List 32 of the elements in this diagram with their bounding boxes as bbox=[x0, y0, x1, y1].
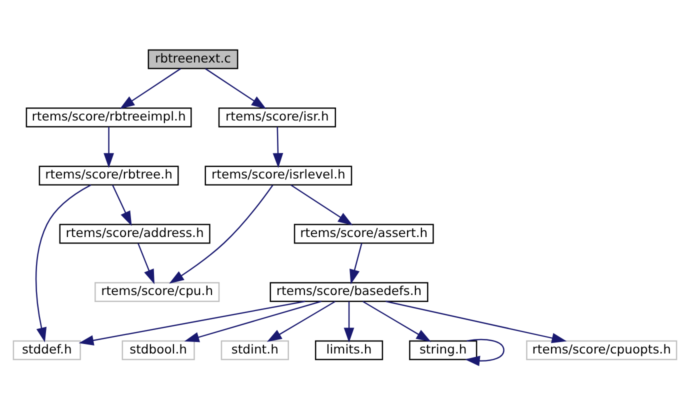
node-box: stddef.h bbox=[12, 340, 81, 360]
node-box: rtems/score/isrlevel.h bbox=[204, 166, 352, 186]
arrow bbox=[464, 338, 504, 366]
arrow bbox=[272, 126, 284, 168]
node-box: rtems/score/cpuopts.h bbox=[526, 340, 678, 360]
node-box: stdint.h bbox=[220, 340, 289, 360]
node-box: rtems/score/basedefs.h bbox=[270, 282, 428, 302]
arrow bbox=[350, 243, 362, 284]
node-box: rtems/score/rbtree.h bbox=[38, 166, 179, 186]
arrow bbox=[35, 184, 92, 342]
node-box: rbtreenext.c bbox=[148, 49, 238, 70]
node-box: rtems/score/cpu.h bbox=[94, 282, 220, 302]
arrow bbox=[78, 300, 306, 346]
node-box: rtems/score/assert.h bbox=[294, 224, 434, 244]
node-box: rtems/score/isr.h bbox=[218, 108, 336, 128]
arrow bbox=[120, 68, 181, 109]
arrow bbox=[169, 184, 274, 284]
arrow bbox=[386, 300, 567, 344]
node-box: limits.h bbox=[314, 340, 384, 360]
arrow bbox=[104, 126, 114, 168]
arrow bbox=[138, 243, 154, 284]
arrow bbox=[344, 302, 354, 343]
node-box: stdbool.h bbox=[122, 340, 195, 360]
arrow bbox=[290, 184, 353, 226]
arrow bbox=[112, 184, 132, 226]
node-box: rtems/score/rbtreeimpl.h bbox=[26, 108, 192, 128]
arrow bbox=[266, 300, 336, 342]
arrow bbox=[184, 300, 322, 342]
node-box: rtems/score/address.h bbox=[59, 224, 210, 244]
node-box: string.h bbox=[409, 340, 478, 360]
arrow bbox=[362, 300, 432, 342]
arrow bbox=[205, 68, 266, 109]
